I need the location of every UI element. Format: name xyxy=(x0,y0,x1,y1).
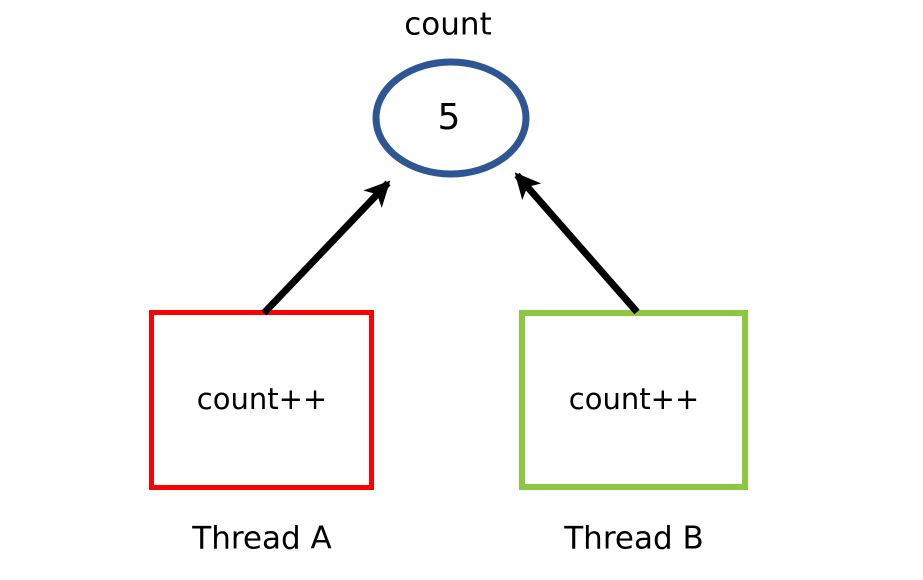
thread-b-operation-label: count++ xyxy=(569,382,699,416)
shared-variable-ellipse xyxy=(372,58,530,178)
thread-a-caption: Thread A xyxy=(191,521,331,557)
thread-b-caption: Thread B xyxy=(563,521,704,557)
thread-a-operation-label: count++ xyxy=(197,382,327,416)
shared-variable-title: count xyxy=(404,7,491,43)
shared-variable-value: 5 xyxy=(438,97,461,138)
arrow-thread-b-to-count xyxy=(514,172,640,315)
arrow-thread-a-to-count xyxy=(261,180,391,316)
thread-a-box xyxy=(149,310,374,490)
